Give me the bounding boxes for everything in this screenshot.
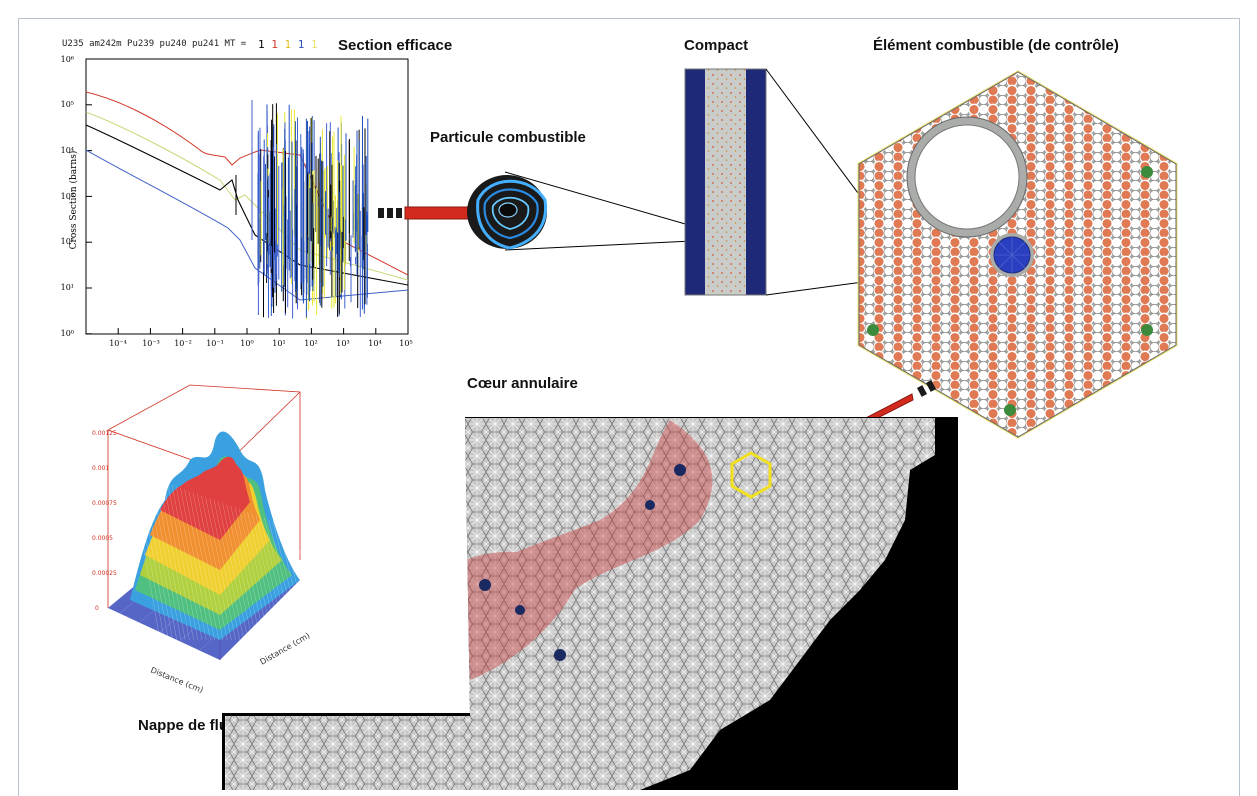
y-tick-5: 10⁵ [61, 100, 74, 109]
flux-xlabel: Distance (cm) [149, 666, 204, 695]
cross-section-plot: 10⁶ 10⁵ 10⁴ 10³ 10² 10¹ 10⁰ Cross Sectio… [61, 55, 413, 348]
y-tick-0: 10⁰ [61, 329, 74, 338]
flux-stripe [247, 511, 278, 641]
flux-stripe [268, 519, 299, 641]
flux-stripe [251, 513, 283, 641]
y-tick-2: 10² [61, 237, 74, 246]
x-tick-1: 10⁻³ [142, 339, 160, 348]
cross-section-legend: 1 1 1 1 1 [258, 38, 318, 51]
flux-stripe [238, 508, 270, 641]
flux-stripe [167, 483, 199, 641]
legend-mark-2: 1 [284, 38, 298, 51]
flux-stripe [129, 469, 161, 641]
flux-stripe [293, 528, 325, 641]
particle-label: Particule combustible [430, 129, 586, 146]
flux-stripe [276, 522, 308, 641]
flux-stripe [222, 502, 253, 641]
x-tick-0: 10⁻⁴ [109, 339, 127, 348]
z-tick-3: 0.00075 [92, 500, 117, 507]
flux-stripe [285, 525, 316, 641]
highlighted-element-hex [730, 451, 772, 499]
flux-stripe [154, 478, 186, 641]
z-tick-5: 0.00125 [92, 430, 117, 437]
z-tick-4: 0.001 [92, 465, 109, 472]
flux-stripe [201, 495, 232, 641]
compact-rod [684, 68, 767, 296]
flux-stripe [188, 490, 220, 641]
flux-stripe [138, 472, 169, 641]
flux-stripe [184, 489, 215, 641]
y-tick-4: 10⁴ [61, 146, 74, 155]
x-tick-5: 10¹ [272, 339, 285, 348]
x-tick-2: 10⁻² [174, 339, 192, 348]
fuel-particle [467, 171, 548, 250]
figure-frame [18, 18, 1240, 796]
y-tick-3: 10³ [61, 192, 74, 201]
flux-stripe [209, 498, 241, 641]
xs-red-curve [86, 91, 408, 276]
legend-mark-0: 1 [258, 38, 272, 51]
xs-lightgreen-curve [86, 111, 408, 281]
section-efficace-label: Section efficace [338, 37, 453, 54]
legend-mark-1: 1 [271, 38, 285, 51]
cross-section-header: U235 am242m Pu239 pu240 pu241 MT = [62, 39, 247, 49]
x-tick-6: 10² [304, 339, 317, 348]
x-tick-7: 10³ [336, 339, 349, 348]
annular-core-mesh [222, 417, 958, 790]
flux-stripe [213, 499, 245, 641]
y-tick-1: 10¹ [61, 283, 74, 292]
flux-stripe [133, 471, 165, 641]
fuel-element-hex [857, 70, 1178, 439]
y-tick-6: 10⁶ [61, 55, 74, 64]
flux-stripe [142, 474, 173, 641]
flux-stripe [159, 480, 190, 641]
flux-stripe [259, 516, 291, 641]
flux-stripe [171, 484, 203, 641]
flux-stripe [226, 504, 257, 641]
x-tick-9: 10⁵ [399, 339, 412, 348]
flux-stripe [150, 477, 182, 641]
flux-stripe [289, 526, 320, 641]
xs-ylabel: Cross Section (barns) [68, 151, 79, 250]
flux-stripe [217, 501, 249, 641]
legend-mark-3: 1 [297, 38, 311, 51]
flux-3d-plot: 0 0.00025 0.0005 0.00075 0.001 0.00125 D… [92, 384, 325, 695]
flux-stripe [196, 493, 228, 641]
x-tick-8: 10⁴ [368, 339, 381, 348]
z-tick-1: 0.00025 [92, 570, 117, 577]
x-tick-4: 10⁰ [240, 339, 253, 348]
flux-stripe [280, 523, 312, 641]
annular-core-label: Cœur annulaire [467, 375, 578, 392]
fuel-element-label: Élément combustible (de contrôle) [873, 37, 1119, 54]
compact-label: Compact [684, 37, 749, 54]
z-tick-0: 0 [95, 605, 99, 612]
flux-stripe [255, 514, 287, 641]
flux-stripe [243, 510, 274, 641]
flux-stripe [234, 507, 266, 641]
flux-stripe [230, 505, 262, 641]
flux-stripe [180, 487, 211, 641]
flux-stripe [163, 481, 194, 641]
x-tick-3: 10⁻¹ [206, 339, 224, 348]
z-tick-2: 0.0005 [92, 535, 113, 542]
xs-blue-curve [86, 149, 408, 301]
flux-stripe [175, 486, 207, 641]
flux-stripe [192, 492, 224, 641]
legend-mark-4: 1 [311, 38, 318, 51]
flux-stripe [205, 496, 236, 641]
flux-stripe [264, 517, 295, 641]
flux-stripe [272, 520, 304, 641]
flux-stripe [146, 475, 178, 641]
